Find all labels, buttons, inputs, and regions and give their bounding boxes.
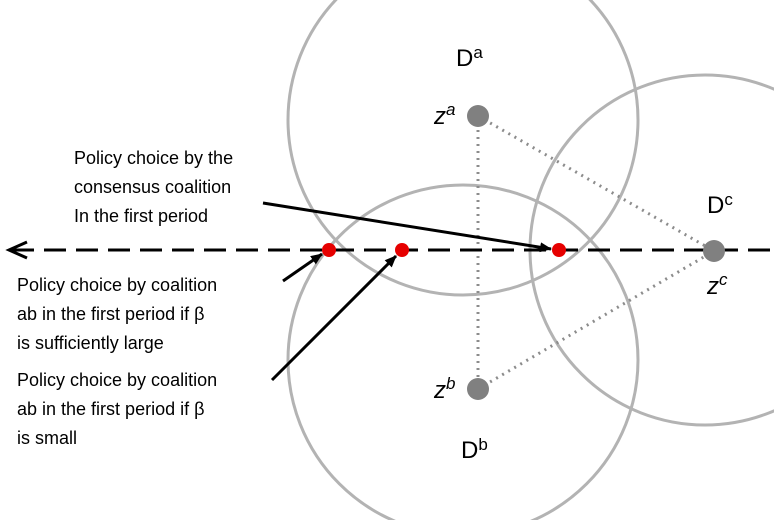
label-d-b: Db bbox=[461, 435, 488, 464]
dotted-line-bc bbox=[477, 249, 715, 391]
label-z-b: zb bbox=[433, 374, 455, 404]
annotation-small-beta: Policy choice by coalition ab in the fir… bbox=[17, 370, 222, 448]
arrow-small-beta bbox=[270, 254, 398, 382]
arrow-large-beta bbox=[282, 252, 323, 283]
circle-d-b bbox=[286, 183, 640, 520]
policy-point-large-beta bbox=[322, 243, 336, 257]
ideal-point-c bbox=[703, 240, 725, 262]
label-d-a: Da bbox=[456, 43, 483, 72]
policy-point-small-beta bbox=[395, 243, 409, 257]
label-d-c: Dc bbox=[707, 190, 733, 219]
dotted-line-ac bbox=[477, 114, 715, 253]
label-z-c: zc bbox=[706, 270, 728, 300]
ideal-point-b bbox=[467, 378, 489, 400]
annotation-consensus: Policy choice by the consensus coalition… bbox=[74, 148, 238, 226]
policy-point-consensus bbox=[552, 243, 566, 257]
circle-d-a bbox=[286, 0, 640, 297]
ideal-point-triangle bbox=[476, 114, 715, 391]
label-z-a: za bbox=[433, 100, 455, 130]
arrow-consensus bbox=[262, 201, 552, 253]
ideal-point-a bbox=[467, 105, 489, 127]
left-arrow-icon bbox=[5, 240, 28, 260]
annotation-large-beta: Policy choice by coalition ab in the fir… bbox=[17, 275, 222, 353]
policy-line bbox=[5, 240, 774, 260]
